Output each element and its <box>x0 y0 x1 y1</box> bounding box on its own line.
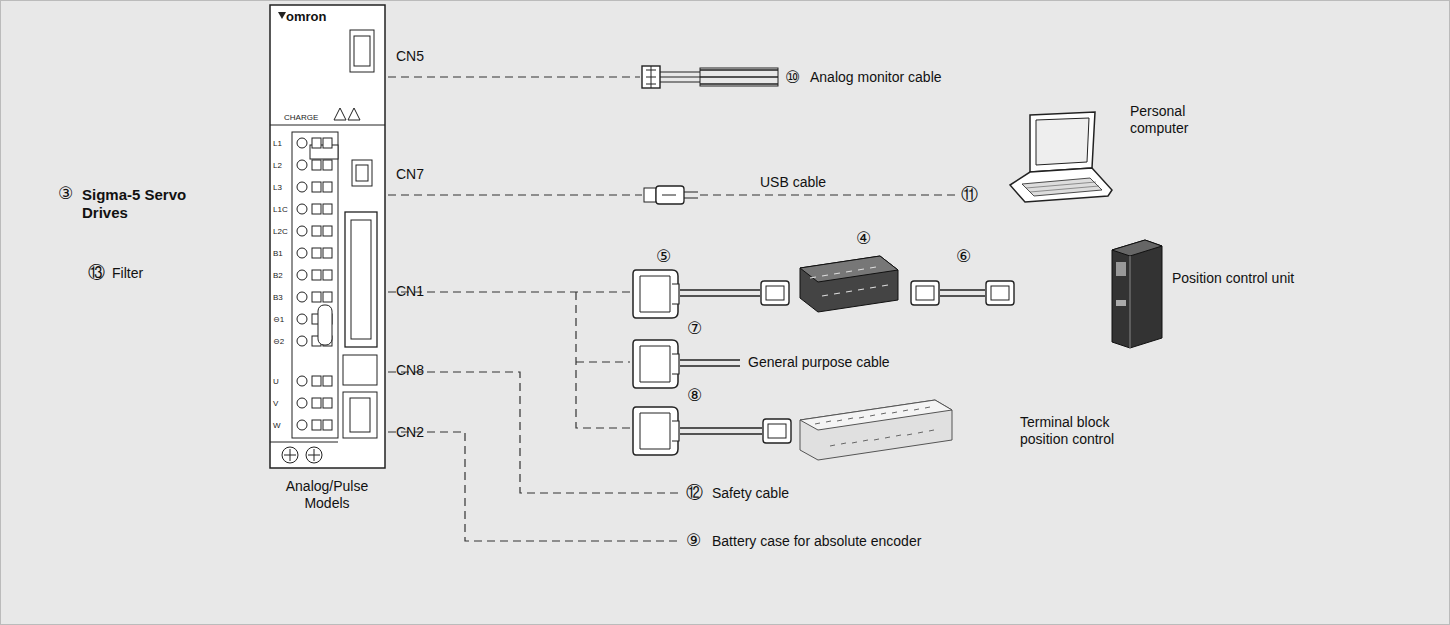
terminal-label: ⊖1 <box>273 315 284 325</box>
part-name: Terminal block position control <box>1020 414 1135 448</box>
part-name: Personal computer <box>1130 103 1220 137</box>
part-name: Battery case for absolute encoder <box>712 533 921 550</box>
terminal-label: W <box>273 421 281 431</box>
part-name: Analog monitor cable <box>810 69 942 86</box>
callout-number: ⑩ <box>785 67 800 87</box>
callout-number: ⑧ <box>687 385 702 405</box>
terminal-label: L2 <box>273 161 282 171</box>
terminal-label: B3 <box>273 293 283 303</box>
terminal-label: L2C <box>273 227 288 237</box>
part-name: General purpose cable <box>748 354 890 371</box>
callout-number: ⑫ <box>686 482 703 502</box>
indicator-label: CHARGE <box>284 113 318 123</box>
part-name: Position control unit <box>1172 270 1294 287</box>
model-caption: Analog/Pulse Models <box>262 478 392 512</box>
callout-number: ⑪ <box>961 184 978 204</box>
terminal-label: B2 <box>273 271 283 281</box>
callout-number: ③ <box>58 183 73 203</box>
part-name: USB cable <box>760 174 826 191</box>
terminal-label: L1C <box>273 205 288 215</box>
product-name: Sigma-5 Servo Drives <box>82 186 192 222</box>
terminal-label: U <box>273 377 279 387</box>
connector-name: CN2 <box>396 424 424 441</box>
callout-number: ⑨ <box>686 530 701 550</box>
terminal-label: B1 <box>273 249 283 259</box>
terminal-label: V <box>273 399 278 409</box>
terminal-label: ⊖2 <box>273 337 284 347</box>
brand-logo: omron <box>286 9 326 25</box>
part-name: Filter <box>112 265 143 282</box>
callout-number: ⑥ <box>956 246 971 266</box>
connector-name: CN1 <box>396 283 424 300</box>
callout-number: ⑦ <box>687 318 702 338</box>
callout-number: ④ <box>856 228 871 248</box>
connector-name: CN5 <box>396 48 424 65</box>
connector-name: CN7 <box>396 166 424 183</box>
part-name: Safety cable <box>712 485 789 502</box>
callout-number: ⑬ <box>88 262 105 282</box>
terminal-label: L1 <box>273 139 282 149</box>
connector-name: CN8 <box>396 362 424 379</box>
callout-number: ⑤ <box>656 246 671 266</box>
terminal-label: L3 <box>273 183 282 193</box>
